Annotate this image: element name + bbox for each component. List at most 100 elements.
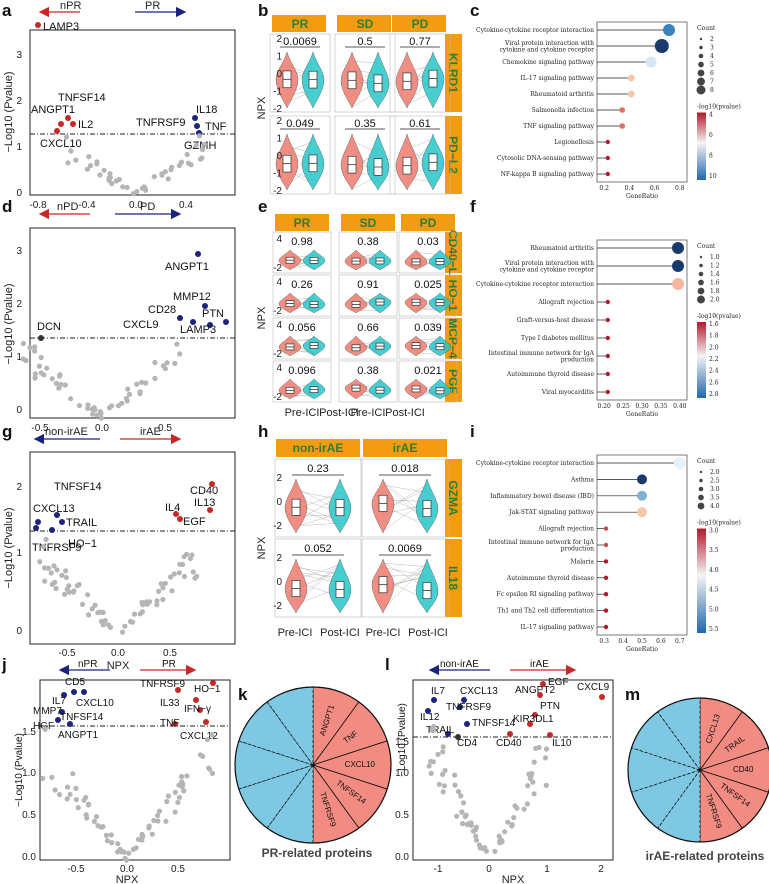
nonsig-point: [76, 403, 83, 409]
point-cd5: [71, 689, 77, 695]
enrich-term: Intestinal immune network for IgA: [489, 350, 595, 357]
panel-e-strip-label: PD: [420, 216, 437, 230]
panel-l-xtick: 0: [486, 864, 492, 875]
panel-i-label: i: [470, 422, 475, 441]
point-il13: [207, 507, 213, 513]
nonsig-point: [37, 559, 43, 565]
nonsig-point: [164, 798, 170, 805]
panel-e-pvalue: 0.38: [357, 236, 378, 248]
nonsig-point: [89, 406, 95, 412]
panel-h-ytick: 2: [276, 553, 282, 564]
enrich-point: [672, 278, 684, 290]
panel-a-label-text: TNFSF14: [58, 92, 106, 104]
nonsig-point: [181, 573, 188, 580]
nonsig-point: [93, 814, 100, 820]
point-angpt1: [58, 121, 64, 127]
nonsig-point: [509, 823, 515, 829]
nonsig-point: [124, 184, 130, 190]
panel-l-label-text: IL7: [431, 686, 445, 697]
nonsig-point: [143, 380, 149, 386]
nonsig-point: [139, 379, 145, 385]
enrich-xtick: 0.40: [673, 403, 687, 410]
panel-e-strip: [401, 214, 455, 231]
panel-j-xtick: 0.0: [120, 864, 134, 875]
panel-e-cell: [272, 360, 332, 403]
point-ptn: [532, 712, 538, 718]
nonsig-point: [68, 396, 74, 402]
nonsig-point: [97, 172, 103, 178]
enrich-term: Asthma: [570, 476, 594, 483]
nonsig-point: [176, 782, 182, 788]
panel-l-label-text: ANGPT2: [515, 685, 555, 696]
panel-l-ytick: 1.5: [395, 737, 409, 748]
enrich-point: [603, 608, 609, 613]
nonsig-point: [108, 832, 114, 838]
nonsig-point: [38, 354, 44, 361]
nonsig-point: [56, 385, 62, 391]
nonsig-point: [543, 746, 550, 752]
point-il33: [193, 697, 199, 703]
panel-a-label-text: IL2: [78, 119, 93, 131]
enrich-term: Inflammatory bowel disease (IBD): [490, 493, 594, 500]
panel-d-ytick: 3: [16, 246, 22, 257]
enrich-term: production: [561, 545, 594, 552]
panel-l-arrow-left-label: non-irAE: [440, 659, 479, 670]
nonsig-point: [104, 838, 110, 844]
nonsig-point: [429, 725, 435, 731]
nonsig-point: [57, 372, 63, 378]
nonsig-point: [54, 567, 60, 573]
point-trail: [445, 731, 451, 737]
nonsig-point: [152, 359, 158, 366]
nonsig-point: [32, 375, 38, 381]
panel-g-label-text: CXCL13: [33, 503, 75, 515]
nonsig-point: [440, 789, 446, 795]
panel-j-ytick: 0.5: [22, 810, 36, 821]
panel-a-ytick: 3: [16, 50, 22, 61]
panel-j-arrow-left-label: nPR: [78, 659, 97, 670]
enrich-term: Intestinal immune network for IgA: [489, 539, 595, 546]
panel-e-xlabel-pre: Pre-ICI: [285, 407, 320, 419]
nonsig-point: [59, 572, 65, 578]
panel-l-arrow-right-label: irAE: [530, 659, 549, 670]
nonsig-point: [134, 381, 140, 387]
panel-h-ytick: 0: [276, 577, 282, 588]
panel-d-label-text: ANGPT1: [165, 261, 209, 273]
legend-color-label: 10: [709, 173, 717, 180]
panel-l-xtick: 1: [544, 864, 550, 875]
nonsig-point: [43, 536, 49, 543]
nonsig-point: [53, 380, 60, 386]
legend-color-label: 5.5: [709, 626, 719, 633]
nonsig-point: [525, 783, 531, 789]
enrich-point: [637, 490, 647, 501]
nonsig-point: [44, 365, 50, 371]
nonsig-point: [20, 356, 26, 362]
nonsig-point: [172, 789, 178, 795]
nonsig-point: [83, 794, 89, 801]
nonsig-point: [178, 159, 185, 165]
legend-count-label: 4.0: [710, 503, 720, 510]
enrich-point: [672, 260, 684, 272]
enrich-point: [603, 542, 609, 548]
panel-b-strip-label: PR: [292, 17, 309, 31]
panel-a-label: a: [2, 1, 12, 20]
panel-b-cell: [269, 115, 331, 195]
panel-h-cell: [361, 538, 449, 618]
panel-h-strip-label: irAE: [393, 441, 418, 455]
nonsig-point: [184, 773, 190, 779]
panel-b-strip-label: SD: [357, 17, 374, 31]
legend-count-dot: [699, 255, 703, 259]
point-mmp12: [202, 303, 208, 309]
pair-line: [382, 562, 428, 567]
legend-count-label: 5: [710, 62, 714, 69]
panel-l-label-text: CXCL9: [577, 682, 610, 693]
panel-l-label-text: PTN: [540, 701, 560, 712]
legend-count-title: Count: [697, 25, 716, 32]
panel-b-label: b: [258, 1, 268, 20]
nonsig-point: [168, 167, 174, 173]
panel-e-pvalue: 0.98: [291, 236, 312, 248]
panel-d-nonsig-points: [20, 340, 183, 421]
nonsig-point: [85, 402, 91, 408]
enrich-point: [605, 353, 610, 359]
